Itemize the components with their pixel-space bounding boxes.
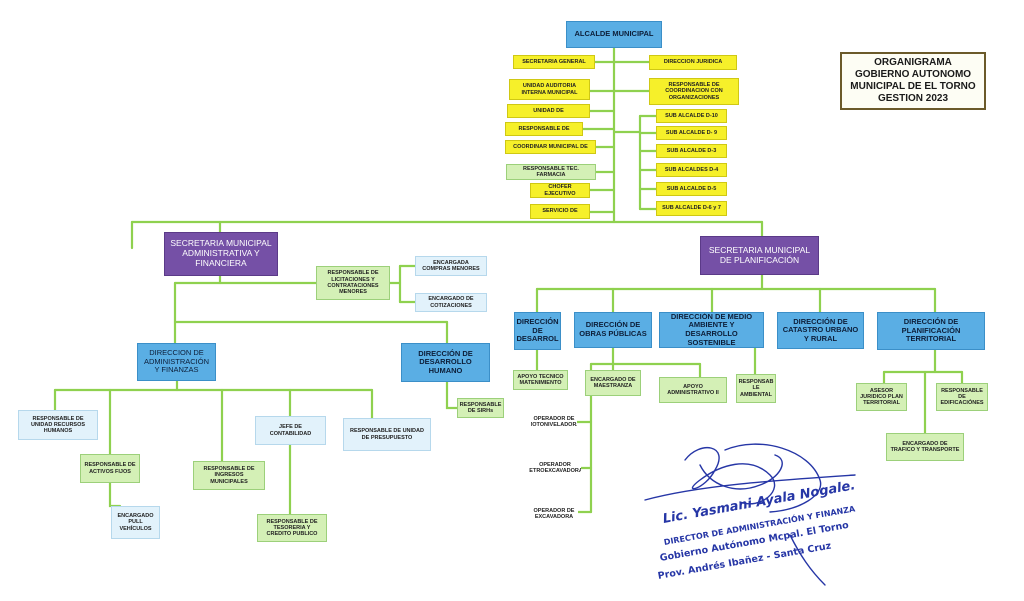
unidad-de-box: UNIDAD DE (507, 104, 590, 118)
cotizaciones-box: ENCARGADO DE COTIZACIONES (415, 293, 487, 312)
chofer-ejecutivo-box: CHOFER EJECUTIVO (530, 183, 590, 198)
secretaria-planificacion-box: SECRETARIA MUNICIPAL DE PLANIFICACIÓN (700, 236, 819, 275)
tesoreria-box: RESPONSABLE DE TESORERIA Y CREDITO PUBLI… (257, 514, 327, 542)
sub-alcalde-d5-box: SUB ALCALDE D-5 (656, 182, 727, 196)
coordinacion-organizaciones-box: RESPONSABLE DE COORDINACION CON ORGANIZA… (649, 78, 739, 105)
secretaria-general-box: SECRETARIA GENERAL (513, 55, 595, 69)
direccion-juridica-box: DIRECCION JURIDICA (649, 55, 737, 70)
auditoria-interna-box: UNIDAD AUDITORIA INTERNA MUNICIPAL (509, 79, 590, 100)
direccion-administracion-box: DIRECCION DE ADMINISTRACIÓN Y FINANZAS (137, 343, 216, 381)
activos-fijos-box: RESPONSABLE DE ACTIVOS FIJOS (80, 454, 140, 483)
direccion-catastro-box: DIRECCIÓN DE CATASTRO URBANO Y RURAL (777, 312, 864, 349)
signature-scribble (644, 443, 856, 586)
edificaciones-box: RESPONSABLE DE EDIFICACIÓNES (936, 383, 988, 411)
ingresos-municipales-box: RESPONSABLE DE INGRESOS MUNICIPALES (193, 461, 265, 490)
maestranza-box: ENCARGADO DE MAESTRANZA (585, 370, 641, 396)
motoniveladora-box: OPERADOR DE MOTONIVELADORA (531, 412, 577, 432)
title-line: MUNICIPAL DE EL TORNO (850, 81, 976, 92)
direccion-obras-publicas-box: DIRECCIÓN DE OBRAS PÚBLICAS (574, 312, 652, 348)
sub-alcalde-d9-box: SUB ALCALDE D- 9 (656, 126, 727, 140)
direccion-planificacion-territorial-box: DIRECCIÓN DE PLANIFICACIÓN TERRITORIAL (877, 312, 985, 350)
recursos-humanos-box: RESPONSABLE DE UNIDAD RECURSOS HUMANOS (18, 410, 98, 440)
responsable-de-box: RESPONSABLE DE (505, 122, 583, 136)
asesor-juridico-box: ASESOR JURIDICO PLAN TERRITORIAL (856, 383, 907, 411)
excavadora-box: OPERADOR DE EXCAVADORA (530, 505, 578, 523)
servicio-de-box: SERVICIO DE (530, 204, 590, 219)
apoyo-tecnico-box: APOYO TECNICO MATENIMIENTO (513, 370, 568, 390)
alcalde-box: ALCALDE MUNICIPAL (566, 21, 662, 48)
sub-alcalde-d3-box: SUB ALCALDE D-3 (656, 144, 727, 158)
jefe-contabilidad-box: JEFE DE CONTABILIDAD (255, 416, 326, 445)
presupuesto-box: RESPONSABLE DE UNIDAD DE PRESUPUESTO (343, 418, 431, 451)
secretaria-administrativa-box: SECRETARIA MUNICIPAL ADMINISTRATIVA Y FI… (164, 232, 278, 276)
responsable-ambiental-box: RESPONSAB LE AMBIENTAL (736, 374, 776, 403)
direccion-medio-ambiente-box: DIRECCIÓN DE MEDIO AMBIENTE Y DESARROLLO… (659, 312, 764, 348)
tec-farmacia-box: RESPONSABLE TEC. FARMACIA (506, 164, 596, 180)
title-line: ORGANIGRAMA (874, 57, 952, 68)
title-line: GESTION 2023 (877, 93, 949, 104)
org-chart-title: ORGANIGRAMA GOBIERNO AUTONOMO MUNICIPAL … (840, 52, 986, 110)
pull-vehiculos-box: ENCARGADO PULL VEHÍCULOS (111, 506, 160, 539)
sub-alcalde-d10-box: SUB ALCALDE D-10 (656, 109, 727, 123)
licitaciones-box: RESPONSABLE DE LICITACIONES Y CONTRATACI… (316, 266, 390, 300)
sub-alcalde-d4-box: SUB ALCALDES D-4 (656, 163, 727, 177)
trafico-transporte-box: ENCARGADO DE TRAFICO Y TRANSPORTE (886, 433, 964, 461)
coordinar-municipal-box: COORDINAR MUNICIPAL DE (505, 140, 596, 154)
sirhs-box: RESPONSABLE DE SIRHs (457, 398, 504, 418)
title-line: GOBIERNO AUTONOMO (854, 69, 972, 80)
direccion-desarrollo-humano-box: DIRECCIÓN DE DESARROLLO HUMANO (401, 343, 490, 382)
direccion-desarrol-box: DIRECCIÓN DE DESARROL (514, 312, 561, 350)
apoyo-administrativo-box: APOYO ADMINISTRATIVO II (659, 377, 727, 403)
compras-menores-box: ENCARGADA COMPRAS MENORES (415, 256, 487, 276)
sub-alcalde-d6-7-box: SUB ALCALDE D-6 y 7 (656, 201, 727, 216)
